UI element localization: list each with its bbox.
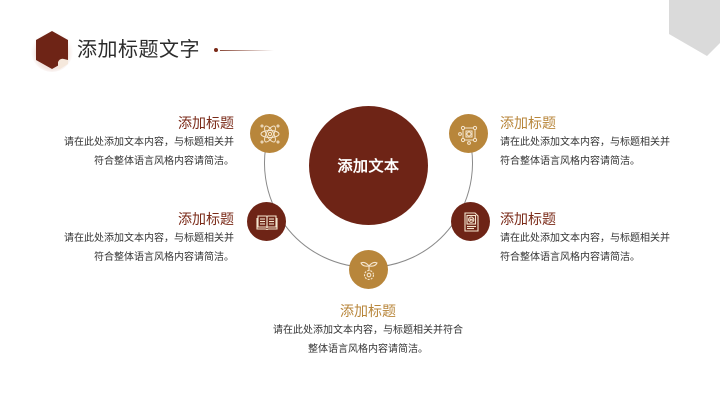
center-label: 添加文本 [337, 157, 400, 175]
item-body-line1: 请在此处添加文本内容，与标题相关并 [500, 137, 670, 148]
item-title: 添加标题 [340, 304, 396, 320]
node-diagram-icon [457, 125, 477, 145]
node-top-right [449, 114, 488, 153]
item-body-line1: 请在此处添加文本内容，与标题相关并 [64, 233, 234, 244]
item-title: 添加标题 [500, 116, 556, 132]
center-circle: 添加文本 [309, 106, 428, 225]
item-title: 添加标题 [178, 116, 234, 132]
hexagon-logo-icon [31, 30, 73, 72]
item-middle-left: 添加标题 请在此处添加文本内容，与标题相关并 符合整体语言风格内容请简洁。 [64, 211, 234, 267]
node-top-left [250, 114, 289, 153]
title-underline-decoration [220, 49, 274, 51]
certificate-document-icon [463, 211, 479, 232]
title-dot-decoration [214, 48, 218, 52]
item-body-line2: 整体语言风格内容请简洁。 [308, 344, 428, 355]
item-bottom: 添加标题 请在此处添加文本内容，与标题相关并符合 整体语言风格内容请简洁。 [218, 303, 518, 359]
node-bottom [349, 250, 388, 289]
item-body-line1: 请在此处添加文本内容，与标题相关并符合 [273, 325, 463, 336]
sprout-gear-icon [359, 261, 378, 280]
item-body-line1: 请在此处添加文本内容，与标题相关并 [500, 233, 670, 244]
item-body-line2: 符合整体语言风格内容请简洁。 [500, 252, 640, 263]
item-top-left: 添加标题 请在此处添加文本内容，与标题相关并 符合整体语言风格内容请简洁。 [64, 115, 234, 171]
item-body-line1: 请在此处添加文本内容，与标题相关并 [64, 137, 234, 148]
item-title: 添加标题 [178, 212, 234, 228]
item-body-line2: 符合整体语言风格内容请简洁。 [94, 156, 234, 167]
item-body-line2: 符合整体语言风格内容请简洁。 [500, 156, 640, 167]
item-top-right: 添加标题 请在此处添加文本内容，与标题相关并 符合整体语言风格内容请简洁。 [500, 115, 670, 171]
open-book-icon [255, 214, 278, 230]
atom-network-icon [260, 124, 279, 143]
node-middle-right [451, 202, 490, 241]
item-title: 添加标题 [500, 212, 556, 228]
item-body-line2: 符合整体语言风格内容请简洁。 [94, 252, 234, 263]
node-middle-left [247, 202, 286, 241]
page-title: 添加标题文字 [77, 37, 200, 61]
item-middle-right: 添加标题 请在此处添加文本内容，与标题相关并 符合整体语言风格内容请简洁。 [500, 211, 670, 267]
